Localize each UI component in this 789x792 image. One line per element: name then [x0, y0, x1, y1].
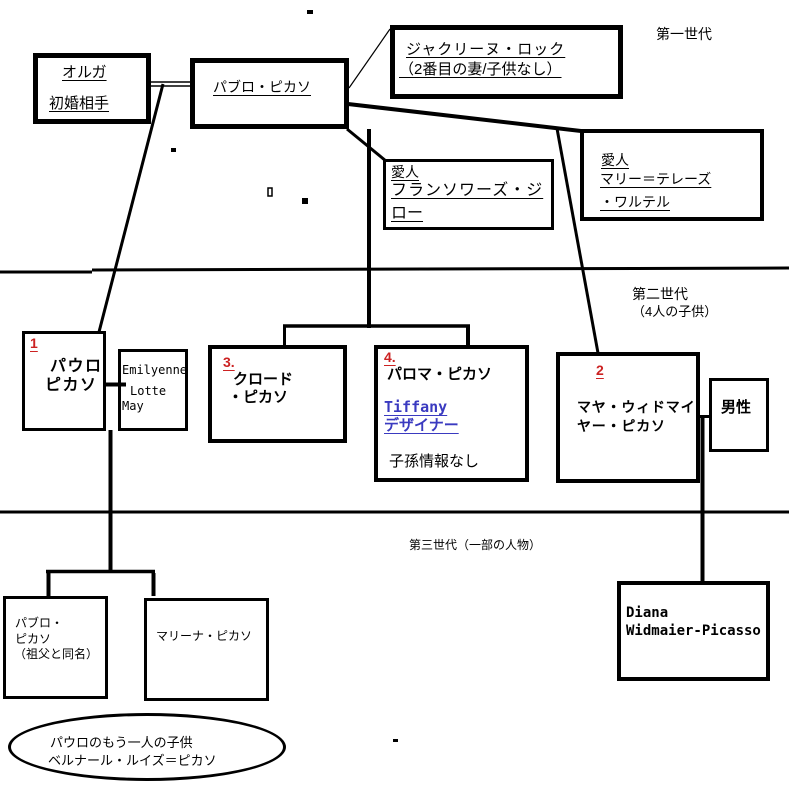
node-marie-therese: 愛人 マリー＝テレーズ ・ワルテル: [580, 129, 764, 221]
paloma-link-line1: Tiffany: [384, 398, 448, 416]
paulo-name-line2: ピカソ: [45, 377, 98, 394]
node-diana: Diana Widmaier-Picasso: [617, 581, 770, 681]
bernard-note-line2: ベルナール・ルイズ＝ピカソ: [48, 753, 217, 768]
olga-note: 初婚相手: [49, 95, 110, 112]
paloma-number: 4.: [384, 349, 396, 365]
marie-name-line1: マリー＝テレーズ: [600, 171, 712, 187]
jacqueline-note: （2番目の妻/子供なし）: [399, 61, 562, 78]
maya-number: 2: [596, 362, 604, 378]
node-bernard-note: パウロのもう一人の子供 ベルナール・ルイズ＝ピカソ: [8, 713, 286, 781]
gen2-label-line2: （4人の子供）: [632, 304, 718, 319]
stray-dot-3: [302, 198, 308, 204]
paloma-name: パロマ・ピカソ: [387, 366, 493, 383]
francoise-name-line2: ロー: [391, 205, 424, 222]
line-pablo-jacqueline: [348, 28, 391, 89]
node-olga: オルガ 初婚相手: [33, 53, 151, 124]
gen2-label-line1: 第二世代: [632, 286, 688, 302]
marie-name-line2: ・ワルテル: [600, 194, 670, 210]
gen3-label: 第三世代（一部の人物）: [409, 538, 542, 552]
line-pablo-francoise: [346, 127, 387, 163]
node-jacqueline: ジャクリーヌ・ロック （2番目の妻/子供なし）: [390, 25, 623, 99]
node-emilyenne: Emilyenne Lotte May: [118, 349, 188, 431]
node-claude: 3. クロード ・ピカソ: [208, 345, 347, 443]
node-male: 男性: [709, 378, 769, 452]
pablo-iii-note: （祖父と同名）: [14, 647, 99, 661]
stray-dot-1: [307, 10, 313, 14]
paloma-note: 子孫情報なし: [389, 453, 480, 470]
francoise-role: 愛人: [391, 164, 419, 180]
stray-dash-2: [393, 739, 398, 742]
emilyenne-name-line3: May: [122, 399, 144, 413]
pablo-iii-name-line2: ピカソ: [15, 632, 52, 646]
paulo-name-line1: パウロ: [50, 358, 103, 375]
gen1-label: 第一世代: [656, 26, 712, 42]
jacqueline-name: ジャクリーヌ・ロック: [406, 41, 566, 58]
node-maya: 2 マヤ・ウィドマイ ヤー・ピカソ: [556, 352, 700, 483]
pablo-name: パブロ・ピカソ: [213, 79, 311, 95]
claude-name-line2: ・ピカソ: [228, 389, 289, 406]
claude-number: 3.: [223, 354, 235, 370]
marie-role: 愛人: [601, 152, 629, 168]
emilyenne-name-line2: Lotte: [130, 384, 167, 398]
emilyenne-name-line1: Emilyenne: [122, 363, 188, 377]
node-pablo: パブロ・ピカソ: [190, 58, 349, 129]
paloma-link-line2: デザイナー: [384, 417, 459, 434]
male-label: 男性: [721, 399, 752, 416]
generation-divider-1-right: [91, 266, 789, 272]
marina-name: マリーナ・ピカソ: [156, 629, 253, 643]
bernard-note-line1: パウロのもう一人の子供: [50, 735, 193, 750]
line-pablo-marie: [347, 102, 582, 133]
pablo-iii-name-line1: パブロ・: [15, 616, 64, 630]
node-francoise: 愛人 フランソワーズ・ジ ロー: [383, 159, 554, 230]
node-paloma: 4. パロマ・ピカソ Tiffany デザイナー 子孫情報なし: [374, 345, 529, 482]
diana-name-line1: Diana: [626, 605, 669, 621]
maya-name-line2: ヤー・ピカソ: [577, 418, 666, 434]
node-paulo: 1 パウロ ピカソ: [22, 331, 106, 431]
stray-dash-1: [267, 187, 273, 197]
maya-name-line1: マヤ・ウィドマイ: [577, 399, 696, 415]
francoise-name-line1: フランソワーズ・ジ: [391, 182, 544, 199]
claude-name-line1: クロード: [233, 371, 294, 388]
node-pablo-iii: パブロ・ ピカソ （祖父と同名）: [3, 596, 108, 699]
paulo-number: 1: [30, 335, 38, 351]
stray-dot-2: [171, 148, 176, 152]
node-marina: マリーナ・ピカソ: [144, 598, 269, 701]
olga-name: オルガ: [62, 64, 107, 81]
diana-name-line2: Widmaier-Picasso: [626, 623, 761, 639]
